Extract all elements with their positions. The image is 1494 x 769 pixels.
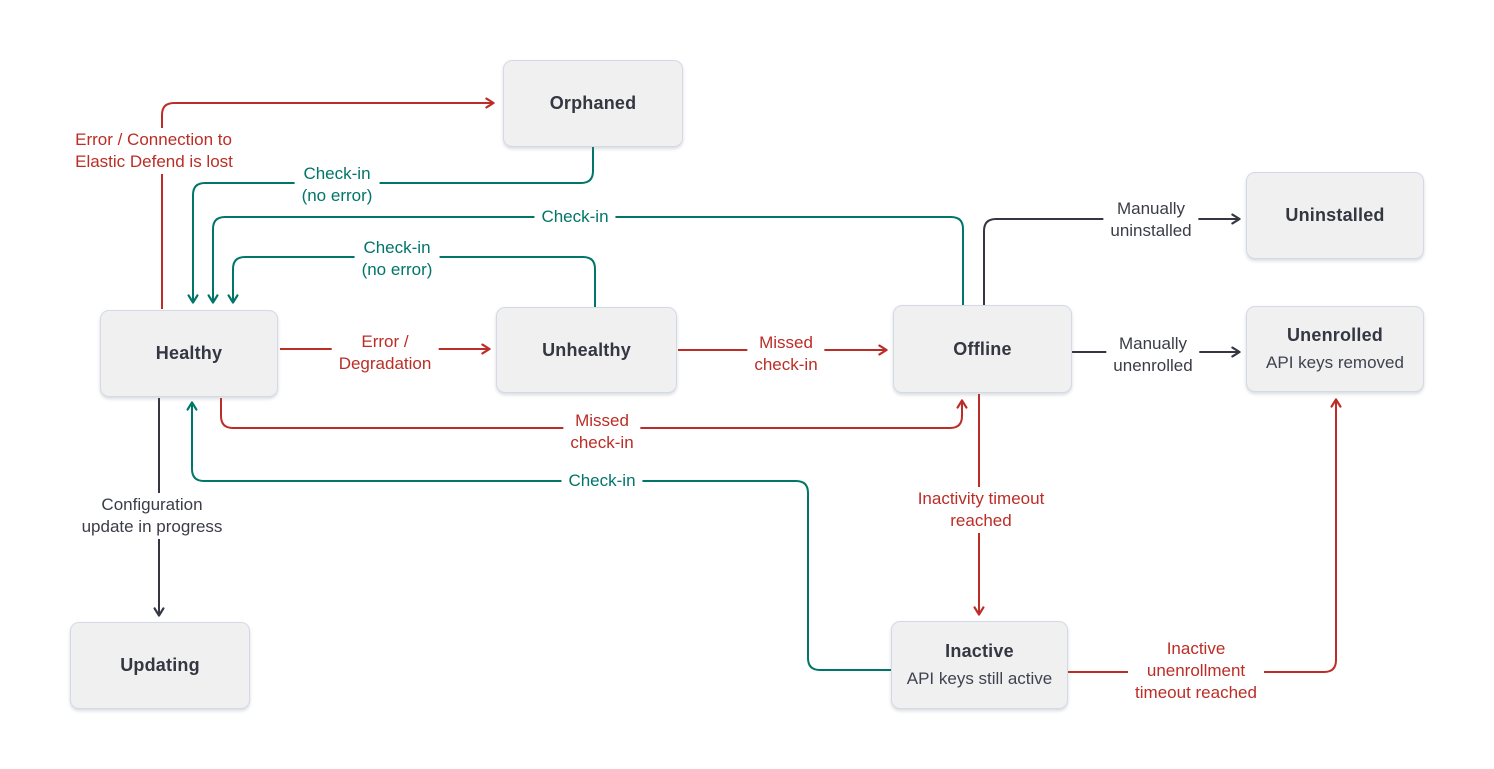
state-title: Unenrolled [1286,325,1383,345]
state-title: Updating [120,655,200,675]
state-title: Offline [953,338,1012,359]
edge-offline-to-uninstalled [983,213,1241,305]
edge-label-line: unenrolled [1113,356,1193,375]
edge-label-line: Check-in [303,164,371,183]
state-box-inactive: Inactive API keys still active [891,621,1068,709]
state-title: Inactive [945,641,1014,661]
edge-label-line: check-in [754,355,818,374]
edge-orphaned-to-healthy [187,147,594,304]
edge-label-line: (no error) [361,260,433,279]
state-title: Healthy [155,343,223,363]
edge-label-line: Missed [575,411,629,430]
edge-label-line: Check-in [568,471,636,490]
edge-inactive-to-healthy [186,401,891,671]
edge-label-missed-checkin-unhealthy: Missed check-in [747,331,825,377]
edge-label-line: reached [950,511,1012,530]
edge-label-manually-unenrolled: Manually unenrolled [1106,332,1200,378]
edge-inactive-to-unenrolled [1068,398,1342,673]
edge-label-line: check-in [570,433,634,452]
state-box-offline: Offline [893,305,1072,393]
edge-label-manually-uninstalled: Manually uninstalled [1103,197,1199,243]
edge-label-checkin-no-error-unhealthy: Check-in (no error) [354,236,440,282]
edge-label-line: Degradation [338,354,432,373]
edge-label-line: timeout reached [1135,683,1257,702]
state-box-uninstalled: Uninstalled [1246,172,1424,259]
edge-label-line: Elastic Defend is lost [75,152,233,171]
state-title: Uninstalled [1285,205,1385,225]
edge-label-configuration-update: Configuration update in progress [74,493,230,539]
edge-label-line: uninstalled [1110,221,1192,240]
edge-label-line: Error / [361,332,409,351]
edge-label-line: Manually [1116,199,1186,218]
state-box-orphaned: Orphaned [503,60,683,147]
edge-label-missed-checkin-healthy: Missed check-in [563,409,641,455]
state-title: Unhealthy [542,339,631,360]
edge-label-line: Manually [1118,334,1188,353]
edge-label-inactive-unenrollment-timeout: Inactive unenrollment timeout reached [1128,637,1264,705]
state-sublabel: API keys still active [906,669,1053,688]
edge-label-line: (no error) [301,186,373,205]
edge-label-error-connection-lost: Error / Connection to Elastic Defend is … [68,128,240,174]
edge-label-checkin-offline: Check-in [534,205,616,229]
state-box-updating: Updating [70,622,250,709]
edge-label-line: Missed [759,333,813,352]
edge-label-line: Error / Connection to [75,130,232,149]
state-sublabel: API keys removed [1266,353,1404,372]
edge-label-line: Check-in [363,238,431,257]
edge-healthy-to-orphaned [161,97,495,309]
edge-label-line: update in progress [81,517,223,536]
edge-label-inactivity-timeout: Inactivity timeout reached [910,487,1052,533]
edge-label-line: Inactivity timeout [917,489,1045,508]
edge-label-line: Inactive [1166,639,1226,658]
state-box-healthy: Healthy [100,310,278,397]
state-box-unenrolled: Unenrolled API keys removed [1246,306,1424,392]
edge-label-line: Configuration [101,495,203,514]
edge-label-line: Check-in [541,207,609,226]
state-title: Orphaned [549,93,637,113]
edge-label-checkin-no-error-orphaned: Check-in (no error) [294,162,380,208]
edge-offline-to-healthy [207,216,964,305]
edge-label-error-degradation: Error / Degradation [331,330,439,376]
state-box-unhealthy: Unhealthy [496,307,677,393]
edge-label-line: unenrollment [1146,661,1246,680]
edge-label-checkin-inactive: Check-in [561,469,643,493]
